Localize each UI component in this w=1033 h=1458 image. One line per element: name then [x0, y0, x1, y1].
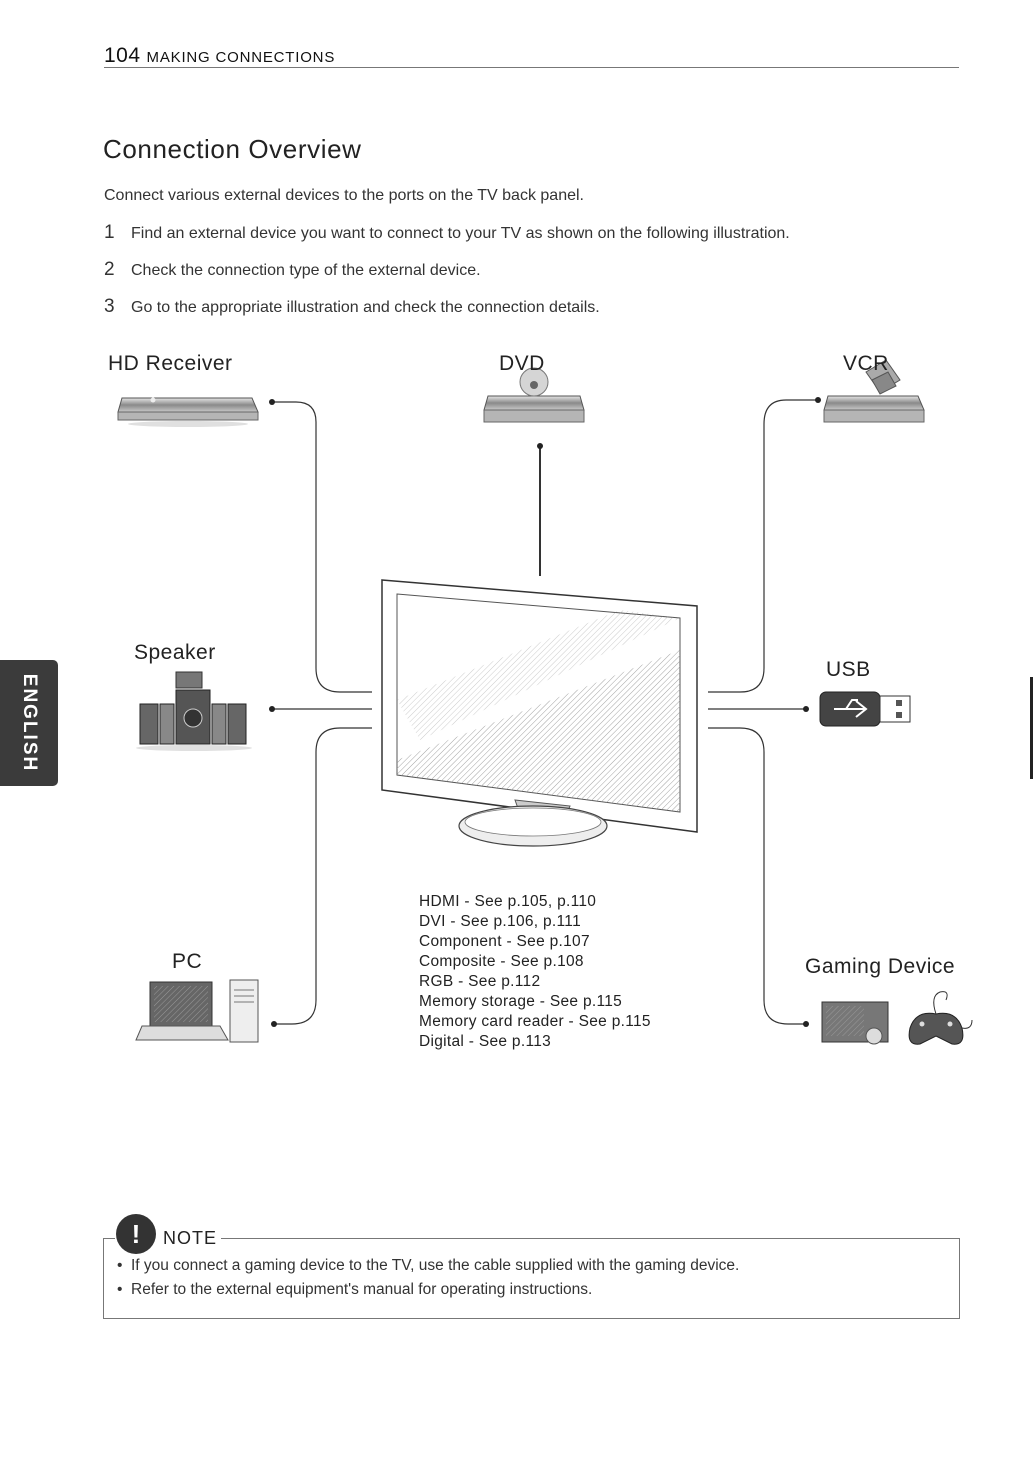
section-title: MAKING CONNECTIONS [146, 49, 336, 66]
vcr-illustration [823, 359, 925, 423]
note-top-rule [220, 1238, 959, 1239]
label-vcr: VCR [843, 352, 889, 375]
usb-illustration [819, 691, 911, 727]
note-item-2: • Refer to the external equipment's manua… [117, 1281, 592, 1299]
page-edge-marker [1030, 677, 1033, 779]
pc-cable [274, 727, 372, 1025]
note-top-rule-left [103, 1238, 115, 1239]
hd-receiver-illustration [117, 397, 259, 427]
step-3: 3 Go to the appropriate illustration and … [104, 296, 600, 318]
connector-dots [269, 397, 821, 1027]
port-reference-list: HDMI - See p.105, p.110 DVI - See p.106,… [419, 892, 651, 1052]
dot-dvd [537, 443, 543, 449]
page-number: 104 [104, 44, 141, 67]
note-label: NOTE [163, 1228, 222, 1249]
port-item: HDMI - See p.105, p.110 [419, 893, 597, 910]
note-text: Refer to the external equipment's manual… [131, 1281, 593, 1298]
gaming-cable [708, 727, 806, 1025]
connection-lines [272, 399, 818, 1025]
port-item: Composite - See p.108 [419, 953, 584, 970]
step-1: 1 Find an external device you want to con… [104, 222, 790, 244]
step-2: 2 Check the connection type of the extern… [104, 259, 481, 281]
port-item: Memory card reader - See p.115 [419, 1013, 651, 1030]
step-number: 3 [104, 296, 115, 317]
dot-gaming [803, 1021, 809, 1027]
note-item-1: • If you connect a gaming device to the T… [117, 1257, 739, 1275]
bullet-icon: • [117, 1257, 123, 1274]
note-text: If you connect a gaming device to the TV… [131, 1257, 740, 1274]
port-item: RGB - See p.112 [419, 973, 541, 990]
step-number: 2 [104, 259, 115, 280]
language-tab [0, 660, 58, 786]
dvd-illustration [483, 367, 585, 423]
header-rule [104, 67, 959, 68]
step-text: Find an external device you want to conn… [131, 225, 790, 242]
hd-receiver-cable [272, 401, 372, 693]
step-text: Go to the appropriate illustration and c… [131, 299, 600, 316]
port-item: Digital - See p.113 [419, 1033, 552, 1050]
label-gaming-device: Gaming Device [805, 955, 956, 978]
tv-illustration [381, 579, 698, 847]
dot-pc [271, 1021, 277, 1027]
pc-illustration [135, 979, 259, 1043]
step-text: Check the connection type of the externa… [131, 262, 481, 279]
note-box [103, 1238, 960, 1319]
label-speaker: Speaker [134, 641, 216, 664]
page-header: 104 MAKING CONNECTIONS [104, 44, 335, 68]
dot-usb [803, 706, 809, 712]
gaming-illustration [821, 991, 973, 1045]
exclamation-icon: ! [116, 1214, 156, 1254]
speaker-illustration [136, 671, 252, 751]
port-item: DVI - See p.106, p.111 [419, 913, 581, 930]
dot-vcr [815, 397, 821, 403]
label-dvd: DVD [499, 352, 545, 375]
port-item: Memory storage - See p.115 [419, 993, 623, 1010]
page-title: Connection Overview [103, 134, 362, 164]
step-number: 1 [104, 222, 115, 243]
vcr-cable [708, 399, 818, 693]
label-usb: USB [826, 658, 871, 681]
label-hd-receiver: HD Receiver [108, 352, 233, 375]
label-pc: PC [172, 950, 203, 973]
dot-hd-receiver [269, 399, 275, 405]
intro-text: Connect various external devices to the … [104, 187, 584, 204]
port-item: Component - See p.107 [419, 933, 590, 950]
dot-speaker [269, 706, 275, 712]
bullet-icon: • [117, 1281, 123, 1298]
